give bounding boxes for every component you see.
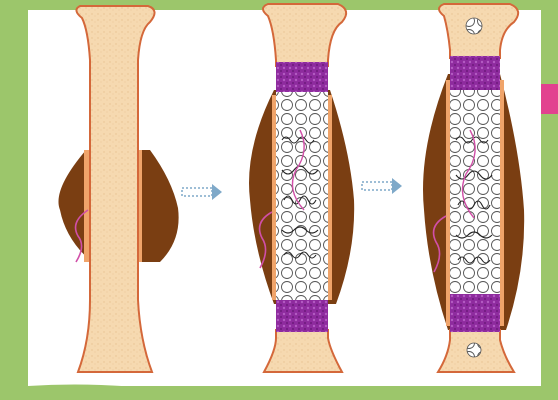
edge-accent [541,84,558,114]
stage-3-scaffold [450,90,500,294]
stage-2-bone-top [263,4,346,66]
stage-3-graft-bottom [450,294,500,332]
stage-3-graft-top [450,56,500,90]
stage-2-bone-bottom [264,330,342,372]
arrow-1 [182,184,222,200]
stage-2-graft-bottom [276,300,328,332]
arrow-2 [362,178,402,194]
stage-2-bone [249,4,354,372]
stage-3-marrow-bottom [467,343,481,357]
stage-2-scaffold [276,92,328,300]
stage-3-bone [423,4,524,372]
stage-3-marrow-top [466,18,482,34]
frame-curve [0,385,220,400]
stage-1-bone [58,6,178,372]
stage-2-graft-top [276,62,328,92]
